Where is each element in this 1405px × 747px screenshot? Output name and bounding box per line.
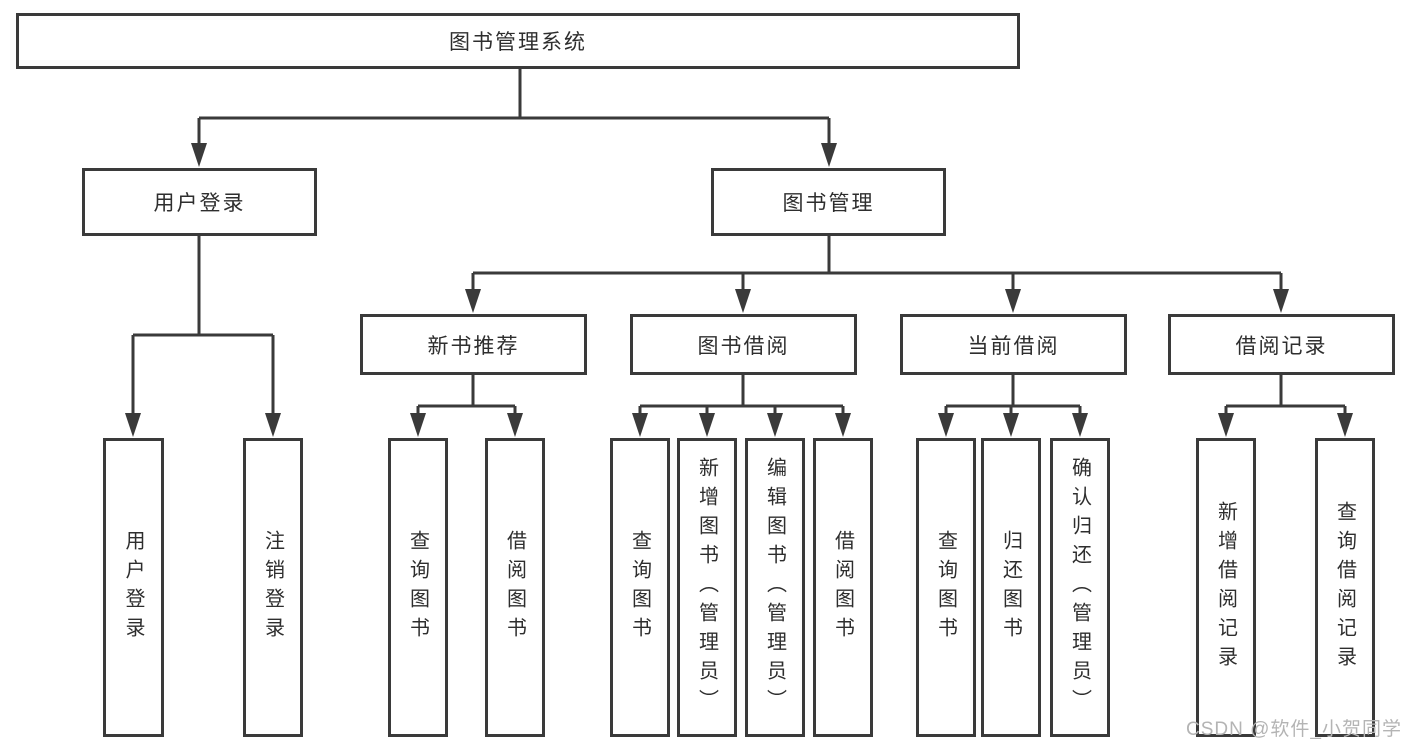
leaf-confirm-return-admin: 确认归还（管理员） (1050, 438, 1110, 737)
node-book-management: 图书管理 (711, 168, 946, 236)
leaf-query-books-current: 查询图书 (916, 438, 976, 737)
leaf-return-books: 归还图书 (981, 438, 1041, 737)
node-new-book-recommend: 新书推荐 (360, 314, 587, 375)
leaf-add-borrow-record: 新增借阅记录 (1196, 438, 1256, 737)
node-book-borrow: 图书借阅 (630, 314, 857, 375)
node-borrow-records: 借阅记录 (1168, 314, 1395, 375)
csdn-watermark: CSDN @软件_小贺同学 (1186, 719, 1402, 740)
leaf-borrow-books-recommend: 借阅图书 (485, 438, 545, 737)
leaf-user-login: 用户登录 (103, 438, 164, 737)
leaf-query-books-borrow: 查询图书 (610, 438, 670, 737)
leaf-edit-book-admin: 编辑图书（管理员） (745, 438, 805, 737)
node-root-system: 图书管理系统 (16, 13, 1020, 69)
leaf-query-borrow-record: 查询借阅记录 (1315, 438, 1375, 737)
leaf-query-books-recommend: 查询图书 (388, 438, 448, 737)
node-user-login: 用户登录 (82, 168, 317, 236)
leaf-logout: 注销登录 (243, 438, 303, 737)
leaf-add-book-admin: 新增图书（管理员） (677, 438, 737, 737)
node-current-borrow: 当前借阅 (900, 314, 1127, 375)
leaf-borrow-books-borrow: 借阅图书 (813, 438, 873, 737)
